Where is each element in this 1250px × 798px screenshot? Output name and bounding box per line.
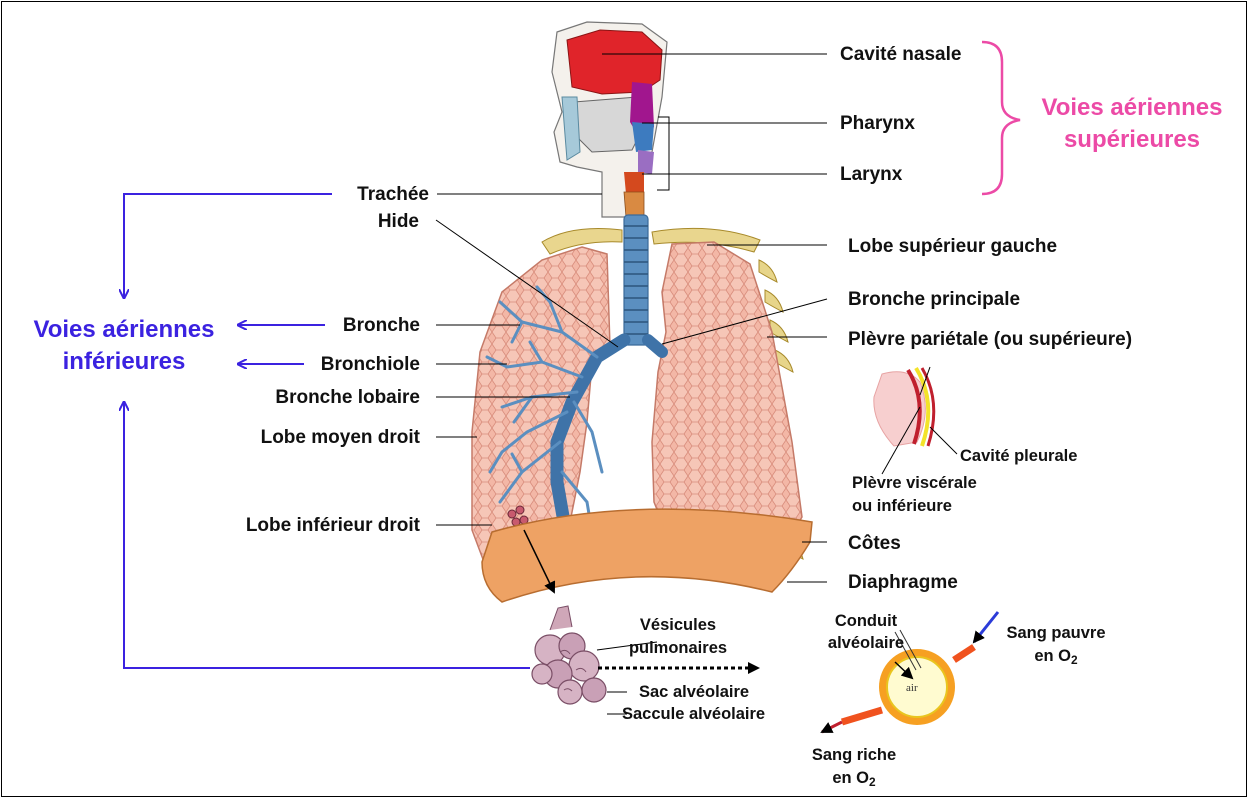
upper-airways-group: Voies aériennes supérieures [1032, 92, 1232, 157]
label-air: air [906, 682, 918, 694]
label-lobe-inferieur-droit: Lobe inférieur droit [246, 516, 420, 535]
pleura-inset [874, 368, 934, 446]
label-vesicules-line1: Vésicules [626, 614, 730, 637]
label-lobe-moyen-droit: Lobe moyen droit [261, 428, 420, 447]
label-conduit-alveolaire: Conduit alvéolaire [816, 610, 916, 655]
lower-airways-group: Voies aériennes inférieures [20, 314, 228, 379]
label-lobe-superieur-gauche: Lobe supérieur gauche [848, 237, 1057, 256]
label-sang-riche-line2: en O [832, 769, 869, 787]
label-vesicules-line2: pulmonaires [626, 637, 730, 660]
lower-airways-line1: Voies aériennes [20, 314, 228, 346]
label-cavite-pleurale: Cavité pleurale [960, 448, 1077, 465]
label-trachee: Trachée [357, 185, 429, 204]
lower-airways-line2: inférieures [20, 346, 228, 378]
label-sang-pauvre-line2: en O [1034, 647, 1071, 665]
label-cotes: Côtes [848, 534, 901, 553]
label-bronche-principale: Bronche principale [848, 290, 1020, 309]
diaphragm-shape [482, 509, 812, 602]
label-vesicules-pulmonaires: Vésicules pulmonaires [626, 614, 730, 660]
upper-airways-brace [982, 42, 1020, 194]
label-plevre-viscerale-line2: ou inférieure [852, 495, 977, 518]
label-cavite-nasale: Cavité nasale [840, 45, 961, 64]
o2-subscript-riche: 2 [869, 775, 876, 789]
label-sang-riche-line1: Sang riche [802, 744, 906, 767]
label-bronche: Bronche [343, 316, 420, 335]
upper-airways-line2: supérieures [1032, 124, 1232, 156]
label-diaphragme: Diaphragme [848, 573, 958, 592]
label-sang-riche: Sang riche en O2 [802, 744, 906, 790]
label-saccule-alveolaire: Saccule alvéolaire [622, 706, 765, 723]
label-plevre-viscerale-line1: Plèvre viscérale [852, 472, 977, 495]
head-section [552, 22, 667, 217]
label-pharynx: Pharynx [840, 114, 915, 133]
label-conduit-line1: Conduit [816, 610, 916, 632]
label-sang-pauvre-line1: Sang pauvre [998, 622, 1114, 645]
label-plevre-parietale: Plèvre pariétale (ou supérieure) [848, 330, 1132, 349]
o2-subscript-pauvre: 2 [1071, 653, 1078, 667]
label-sang-pauvre: Sang pauvre en O2 [998, 622, 1114, 668]
alveolar-sac-illustration [532, 606, 606, 704]
label-plevre-viscerale: Plèvre viscérale ou inférieure [852, 472, 977, 518]
label-larynx: Larynx [840, 165, 902, 184]
larynx-shape [624, 172, 644, 194]
label-bronchiole: Bronchiole [321, 355, 420, 374]
label-hide: Hide [378, 212, 419, 231]
label-bronche-lobaire: Bronche lobaire [275, 388, 420, 407]
label-sac-alveolaire: Sac alvéolaire [639, 684, 749, 701]
label-conduit-line2: alvéolaire [816, 632, 916, 654]
upper-airways-line1: Voies aériennes [1032, 92, 1232, 124]
